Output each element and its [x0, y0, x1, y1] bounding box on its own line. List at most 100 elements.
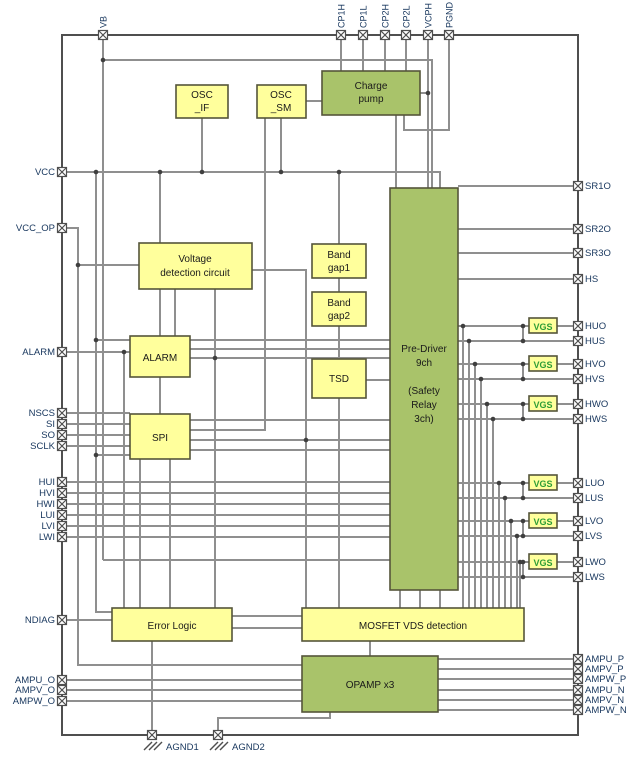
pin-ampw-p-label: AMPW_P: [585, 674, 626, 685]
wires: [66, 39, 578, 731]
junction-dot: [520, 533, 526, 539]
pin-hwo-symbol: [572, 398, 584, 410]
pin-si-symbol: [56, 418, 68, 430]
pin-hwi-label: HWI: [37, 499, 55, 510]
pin-sclk-symbol: [56, 440, 68, 452]
block-opamp: [301, 655, 439, 713]
pin-luo-symbol: [572, 477, 584, 489]
block-vgs-lv: [528, 512, 558, 529]
block-pre-driver-label: (Safety: [408, 386, 440, 397]
pin-ampw-n-symbol: [572, 704, 584, 716]
block-band-gap1-label: gap1: [328, 263, 351, 274]
block-vgs-label: VGS: [533, 479, 552, 489]
pin-lwi-label: LWI: [39, 532, 55, 543]
junction-dot: [157, 169, 163, 175]
pin-ampw-p-symbol: [572, 673, 584, 685]
pin-hvo-label: HVO: [585, 359, 606, 370]
pin-ampu-p-label: AMPU_P: [585, 654, 624, 665]
junction-dot: [520, 338, 526, 344]
junction-dot: [100, 57, 106, 63]
pin-sr1o-label: SR1O: [585, 181, 611, 192]
junction-dot: [278, 169, 284, 175]
pin-cp2l-symbol: [400, 29, 412, 41]
block-osc-sm: [256, 84, 307, 119]
pin-so-label: SO: [41, 430, 55, 441]
pin-ampu-n-label: AMPU_N: [585, 685, 625, 696]
block-vgs-label: VGS: [533, 558, 552, 568]
pin-sr2o-symbol: [572, 223, 584, 235]
block-pre-driver: [389, 187, 459, 591]
pin-lws-label: LWS: [585, 572, 605, 583]
pin-agnd2-symbol: [212, 729, 224, 741]
junction-dot: [520, 495, 526, 501]
pin-cp2h-symbol: [379, 29, 391, 41]
pin-lwo-symbol: [572, 556, 584, 568]
pin-hwi-symbol: [56, 498, 68, 510]
pin-ampv-o-label: AMPV_O: [15, 685, 55, 696]
pin-ampw-n-label: AMPW_N: [585, 705, 627, 716]
pin-ampu-o-label: AMPU_O: [15, 675, 55, 686]
junction-dot: [520, 323, 526, 329]
block-charge-pump: [321, 70, 421, 116]
pin-agnd2-label: AGND2: [232, 742, 265, 753]
pin-sr2o-label: SR2O: [585, 224, 611, 235]
pin-ampv-n-label: AMPV_N: [585, 695, 624, 706]
pin-vb-symbol: [97, 29, 109, 41]
pin-huo-symbol: [572, 320, 584, 332]
pin-hus-label: HUS: [585, 336, 605, 347]
junction-dot: [502, 495, 508, 501]
block-tsd-label: TSD: [329, 374, 349, 385]
pin-cp2h-label: CP2H: [381, 4, 391, 28]
block-opamp-label: OPAMP x3: [346, 680, 395, 691]
pin-hvs-label: HVS: [585, 374, 605, 385]
pin-lvs-label: LVS: [585, 531, 602, 542]
pin-hvi-label: HVI: [39, 488, 55, 499]
pin-ampu-p-symbol: [572, 653, 584, 665]
pin-sr3o-label: SR3O: [585, 248, 611, 259]
pin-lwi-symbol: [56, 531, 68, 543]
block-vgs-label: VGS: [533, 360, 552, 370]
wire: [403, 39, 450, 131]
pin-hui-symbol: [56, 476, 68, 488]
junction-dot: [303, 437, 309, 443]
junction-dot: [336, 169, 342, 175]
pin-agnd1-symbol: [146, 729, 158, 741]
pin-sclk-label: SCLK: [30, 441, 55, 452]
block-tsd: [311, 358, 367, 399]
pin-cp2l-label: CP2L: [402, 5, 412, 28]
junction-dots: [75, 57, 526, 580]
junction-dot: [520, 480, 526, 486]
pin-lvi-label: LVI: [41, 521, 55, 532]
junction-dot: [484, 401, 490, 407]
pin-ampu-n-symbol: [572, 684, 584, 696]
junction-dot: [490, 416, 496, 422]
block-osc-sm-label: OSC: [270, 90, 292, 101]
pins-left: VCC VCC_OP ALARM NSCS SI SO SCLK HUI HVI…: [13, 166, 68, 707]
junction-dot: [93, 452, 99, 458]
pin-hvi-symbol: [56, 487, 68, 499]
pin-vcc-symbol: [56, 166, 68, 178]
block-band-gap2-label: gap2: [328, 311, 351, 322]
pin-agnd1-label: AGND1: [166, 742, 199, 753]
junction-dot: [460, 323, 466, 329]
block-voltage-detection-label: Voltage: [178, 254, 212, 265]
pin-ampv-o-symbol: [56, 684, 68, 696]
wire: [103, 59, 433, 188]
pin-alarm-label: ALARM: [22, 347, 55, 358]
block-vgs-hv: [528, 355, 558, 372]
block-osc-if: [175, 84, 229, 119]
wire: [66, 171, 441, 188]
pin-pgnd-symbol: [443, 29, 455, 41]
pin-hs-label: HS: [585, 274, 598, 285]
junction-dot: [517, 559, 523, 565]
pin-hws-label: HWS: [585, 414, 607, 425]
block-voltage-detection-label: detection circuit: [160, 268, 230, 279]
pin-cp1l-label: CP1L: [359, 5, 369, 28]
block-vgs-label: VGS: [533, 322, 552, 332]
ground-icon: [209, 741, 229, 751]
block-alarm: [129, 335, 191, 378]
junction-dot: [75, 262, 81, 268]
block-vgs-hw: [528, 395, 558, 412]
block-spi-label: SPI: [152, 433, 168, 444]
block-voltage-detection: [138, 242, 253, 290]
